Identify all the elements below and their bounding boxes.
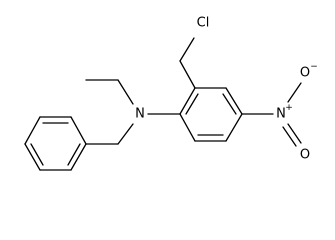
- bond: [24, 116, 41, 145]
- phenyl-ring: [24, 116, 87, 171]
- oxygen-bottom-label: O: [300, 148, 310, 163]
- bond: [70, 143, 87, 171]
- bond-ch2-cl: [179, 37, 195, 62]
- bond: [225, 87, 243, 115]
- double-bond-inner: [67, 143, 81, 166]
- bond-n-o-double: [287, 123, 302, 144]
- chemical-structure: Cl N N + O − O: [24, 16, 318, 171]
- double-bond-inner: [30, 143, 44, 166]
- oxygen-minus-charge: −: [310, 62, 318, 72]
- bond: [70, 116, 87, 145]
- chlorine-label: Cl: [197, 16, 210, 31]
- aniline-ring: [179, 87, 243, 142]
- bond: [225, 113, 243, 142]
- bond-ch2-n: [117, 123, 134, 145]
- double-bond-inner: [222, 93, 237, 115]
- bond-n-o-top: [287, 82, 302, 103]
- bond-ring-ch2: [179, 60, 196, 89]
- bond: [24, 143, 41, 171]
- bond-n-ethyl: [117, 79, 134, 105]
- bond: [179, 113, 196, 142]
- bond-n-o-double: [282, 126, 297, 147]
- oxygen-top-label: O: [300, 66, 310, 81]
- nitro-plus-charge: +: [285, 103, 293, 113]
- amine-nitrogen-label: N: [135, 107, 145, 122]
- bond: [179, 87, 196, 115]
- nitro-nitrogen-label: N: [276, 107, 286, 122]
- double-bond-inner: [185, 93, 199, 115]
